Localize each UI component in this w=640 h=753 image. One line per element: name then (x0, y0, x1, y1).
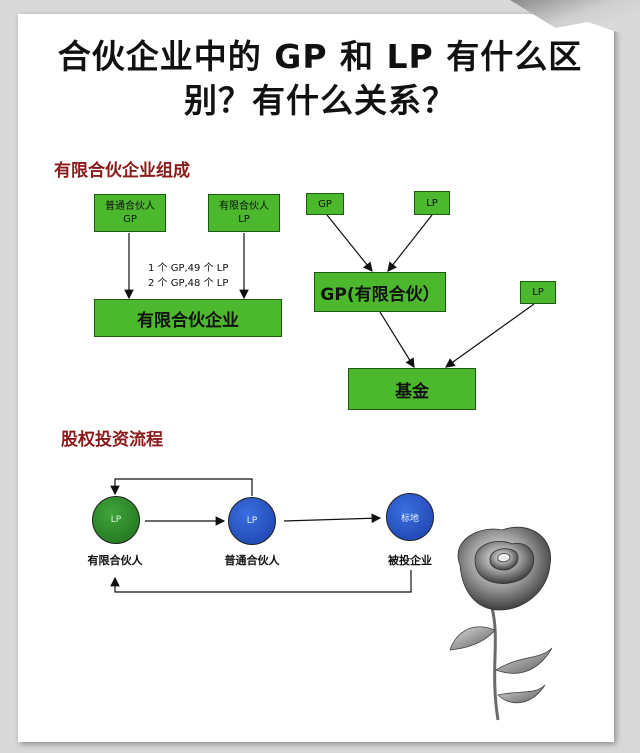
general-partner-box: 普通合伙人 GP (94, 194, 166, 232)
note-line-1: 1 个 GP,49 个 LP (148, 263, 229, 274)
limited-partner-code: LP (238, 214, 250, 225)
fund-box: 基金 (348, 368, 476, 410)
arrow-lp-to-gp-entity (387, 214, 433, 272)
process-heading: 股权投资流程 (61, 430, 163, 450)
gp-circle: LP (228, 497, 276, 545)
gp-entity-box: GP(有限合伙） (314, 272, 446, 312)
arrow-gp-entity-to-fund (379, 311, 415, 369)
limited-partner-box: 有限合伙人 LP (208, 194, 280, 232)
gp-circle-label: 普通合伙人 (224, 554, 280, 567)
arrow-gp-to-target (283, 513, 382, 524)
target-circle: 标地 (386, 493, 434, 541)
fund-lp-right-box: LP (520, 281, 556, 304)
lp-circle-label: 有限合伙人 (87, 554, 143, 567)
rose-illustration (449, 526, 553, 721)
page-title-line-2: 别？有什么关系？ (184, 81, 456, 120)
lp-circle: LP (92, 496, 140, 544)
limited-partnership-box: 有限合伙企业 (94, 299, 282, 337)
arrow-lp-to-fund (445, 303, 535, 368)
target-circle-label: 被投企业 (388, 554, 432, 567)
composition-heading: 有限合伙企业组成 (54, 161, 190, 181)
slide-page (18, 14, 614, 742)
fund-lp-top-box: LP (414, 191, 450, 215)
arrow-gp-feedback (110, 478, 253, 496)
limited-partner-label: 有限合伙人 (219, 200, 269, 212)
note-line-2: 2 个 GP,48 个 LP (148, 278, 229, 289)
general-partner-code: GP (123, 214, 137, 225)
page-title-line-1: 合伙企业中的 GP 和 LP 有什么区 (57, 37, 583, 76)
arrow-gp-to-gp-entity (326, 214, 373, 272)
general-partner-label: 普通合伙人 (105, 200, 155, 212)
fund-gp-box: GP (306, 193, 344, 215)
arrow-target-return (110, 570, 412, 593)
partner-count-notes: 1 个 GP,49 个 LP 2 个 GP,48 个 LP (148, 261, 228, 291)
